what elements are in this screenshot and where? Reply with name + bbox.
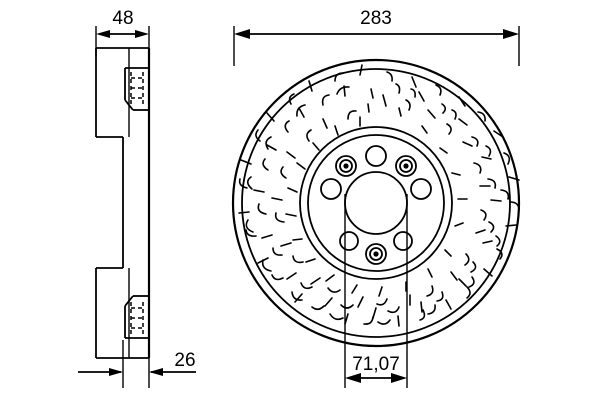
dim-label-bore: 71,07: [352, 354, 400, 375]
dim-label-48: 48: [112, 8, 133, 29]
bolt-hole-left: [320, 178, 342, 200]
bolt-hole-top: [365, 145, 387, 167]
disc-friction-inner-circle: [241, 68, 511, 338]
arrow-26-right: [149, 368, 163, 376]
side-section-view: 48: [78, 8, 196, 388]
arrow-283-right: [503, 29, 519, 39]
front-view: 283: [231, 8, 521, 388]
threaded-hole-detail-upper: [124, 67, 149, 111]
arrow-26-left: [109, 368, 123, 376]
threaded-hole-upper-right: [395, 155, 417, 177]
thread-upper-chamfer: [124, 99, 134, 111]
bolt-hole-right: [410, 178, 432, 200]
dim-label-26: 26: [174, 350, 195, 371]
hub-inner-circle: [307, 134, 445, 272]
arrow-48-left: [96, 30, 110, 38]
thread-lower-chamfer: [124, 295, 134, 307]
arrow-283-left: [234, 29, 250, 39]
threaded-hole-upper-left: [335, 155, 357, 177]
bolt-hole-lower-right: [393, 231, 413, 251]
threaded-hole-detail-lower: [124, 295, 149, 339]
threaded-hole-bottom: [365, 243, 387, 265]
arrow-bore-right: [391, 373, 407, 383]
arrow-bore-left: [345, 373, 361, 383]
dim-label-283: 283: [360, 8, 392, 29]
centre-bore-circle: [344, 171, 408, 235]
bolt-hole-lower-left: [339, 231, 359, 251]
arrow-48-right: [135, 30, 149, 38]
